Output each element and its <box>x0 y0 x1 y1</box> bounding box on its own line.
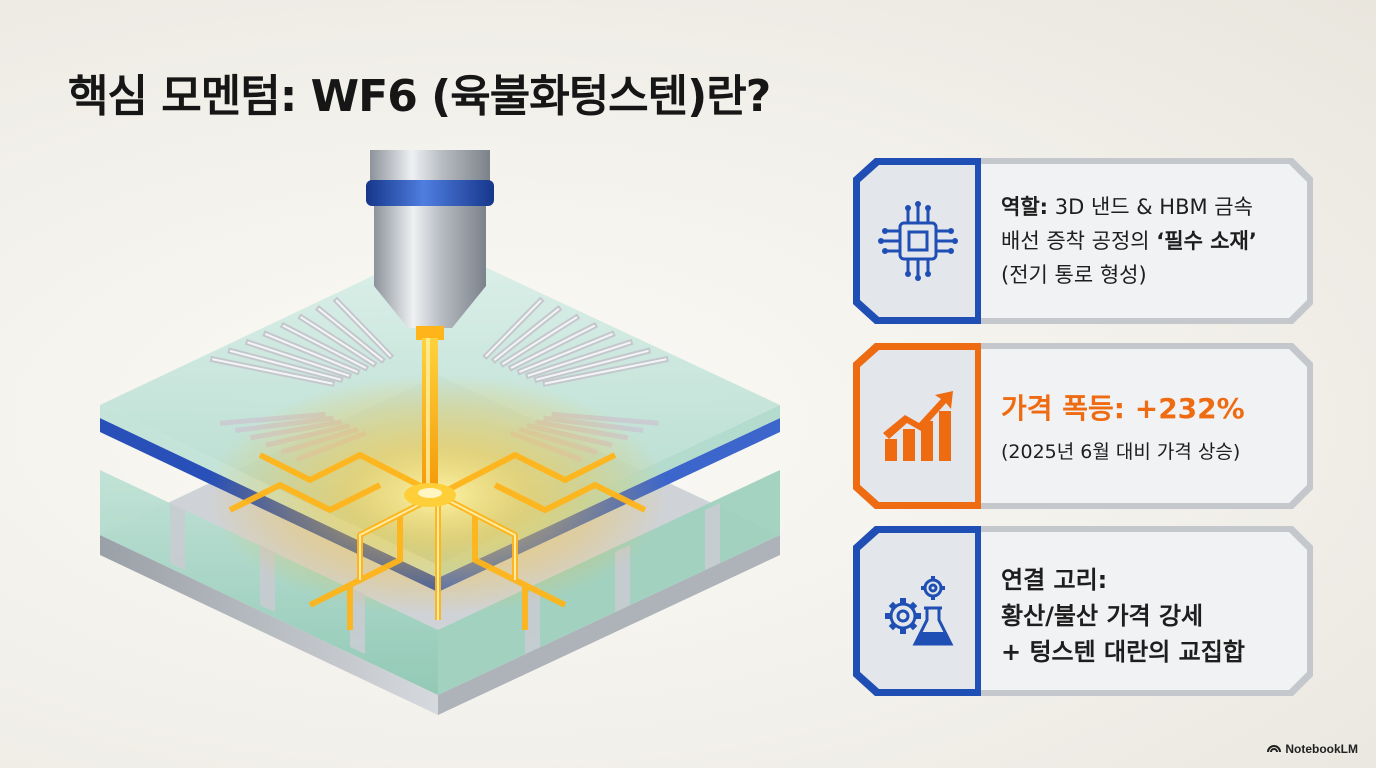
role-line3: (전기 통로 형성) <box>1001 263 1147 287</box>
metal-ridge <box>264 333 358 373</box>
metal-ridge <box>502 316 578 365</box>
card-frame <box>853 343 1313 509</box>
brand-label: NotebookLM <box>1285 742 1358 756</box>
metal-ridge <box>527 341 631 377</box>
metal-ridge <box>247 341 350 377</box>
bar-chart-up-icon <box>883 391 953 461</box>
price-headline: 가격 폭등: +232% <box>1001 392 1245 425</box>
notebooklm-logo-icon <box>1267 742 1282 756</box>
metal-ridge <box>544 358 667 385</box>
page-title: 핵심 모멘텀: WF6 (육불화텅스텐)란? <box>68 71 771 122</box>
metal-ridge <box>485 299 542 358</box>
link-line2: 황산/불산 가격 강세 <box>1001 602 1204 630</box>
price-card: 가격 폭등: +232% (2025년 6월 대비 가격 상승) <box>853 343 1313 509</box>
role-line1: 3D 낸드 & HBM 금속 <box>1054 195 1253 219</box>
metal-ridge <box>300 316 375 365</box>
metal-ridge <box>229 349 342 381</box>
metal-ridge <box>282 324 367 369</box>
chip-deposition-illustration <box>100 150 780 715</box>
link-line1: 연결 고리: <box>1001 566 1108 594</box>
link-card: 연결 고리: 황산/불산 가격 강세 + 텅스텐 대란의 교집합 <box>853 526 1313 696</box>
metal-ridge <box>510 324 596 369</box>
metal-ridge <box>519 333 614 373</box>
price-sub: (2025년 6월 대비 가격 상승) <box>1001 441 1241 463</box>
link-line3: + 텅스텐 대란의 교집합 <box>1001 638 1245 666</box>
notebooklm-watermark: NotebookLM <box>1267 742 1358 756</box>
card-frame <box>853 526 1313 696</box>
metal-ridge <box>536 349 649 381</box>
role-text: 역할: 3D 낸드 & HBM 금속 배선 증착 공정의 ‘필수 소재’ (전기… <box>1001 190 1287 292</box>
metal-ridge <box>335 299 392 358</box>
role-line2-bold: ‘필수 소재’ <box>1156 229 1257 253</box>
role-label: 역할: <box>1001 195 1049 219</box>
metal-ridge <box>317 307 384 362</box>
metal-ridge <box>493 307 560 362</box>
role-card: 역할: 3D 낸드 & HBM 금속 배선 증착 공정의 ‘필수 소재’ (전기… <box>853 158 1313 324</box>
price-text: 가격 폭등: +232% (2025년 6월 대비 가격 상승) <box>1001 389 1287 469</box>
role-line2: 배선 증착 공정의 <box>1001 229 1157 253</box>
metal-ridge <box>212 358 333 385</box>
card-frame <box>853 158 1313 324</box>
circuit-chip-icon <box>878 201 958 281</box>
link-text: 연결 고리: 황산/불산 가격 강세 + 텅스텐 대란의 교집합 <box>1001 562 1287 670</box>
gears-flask-icon <box>885 576 954 646</box>
